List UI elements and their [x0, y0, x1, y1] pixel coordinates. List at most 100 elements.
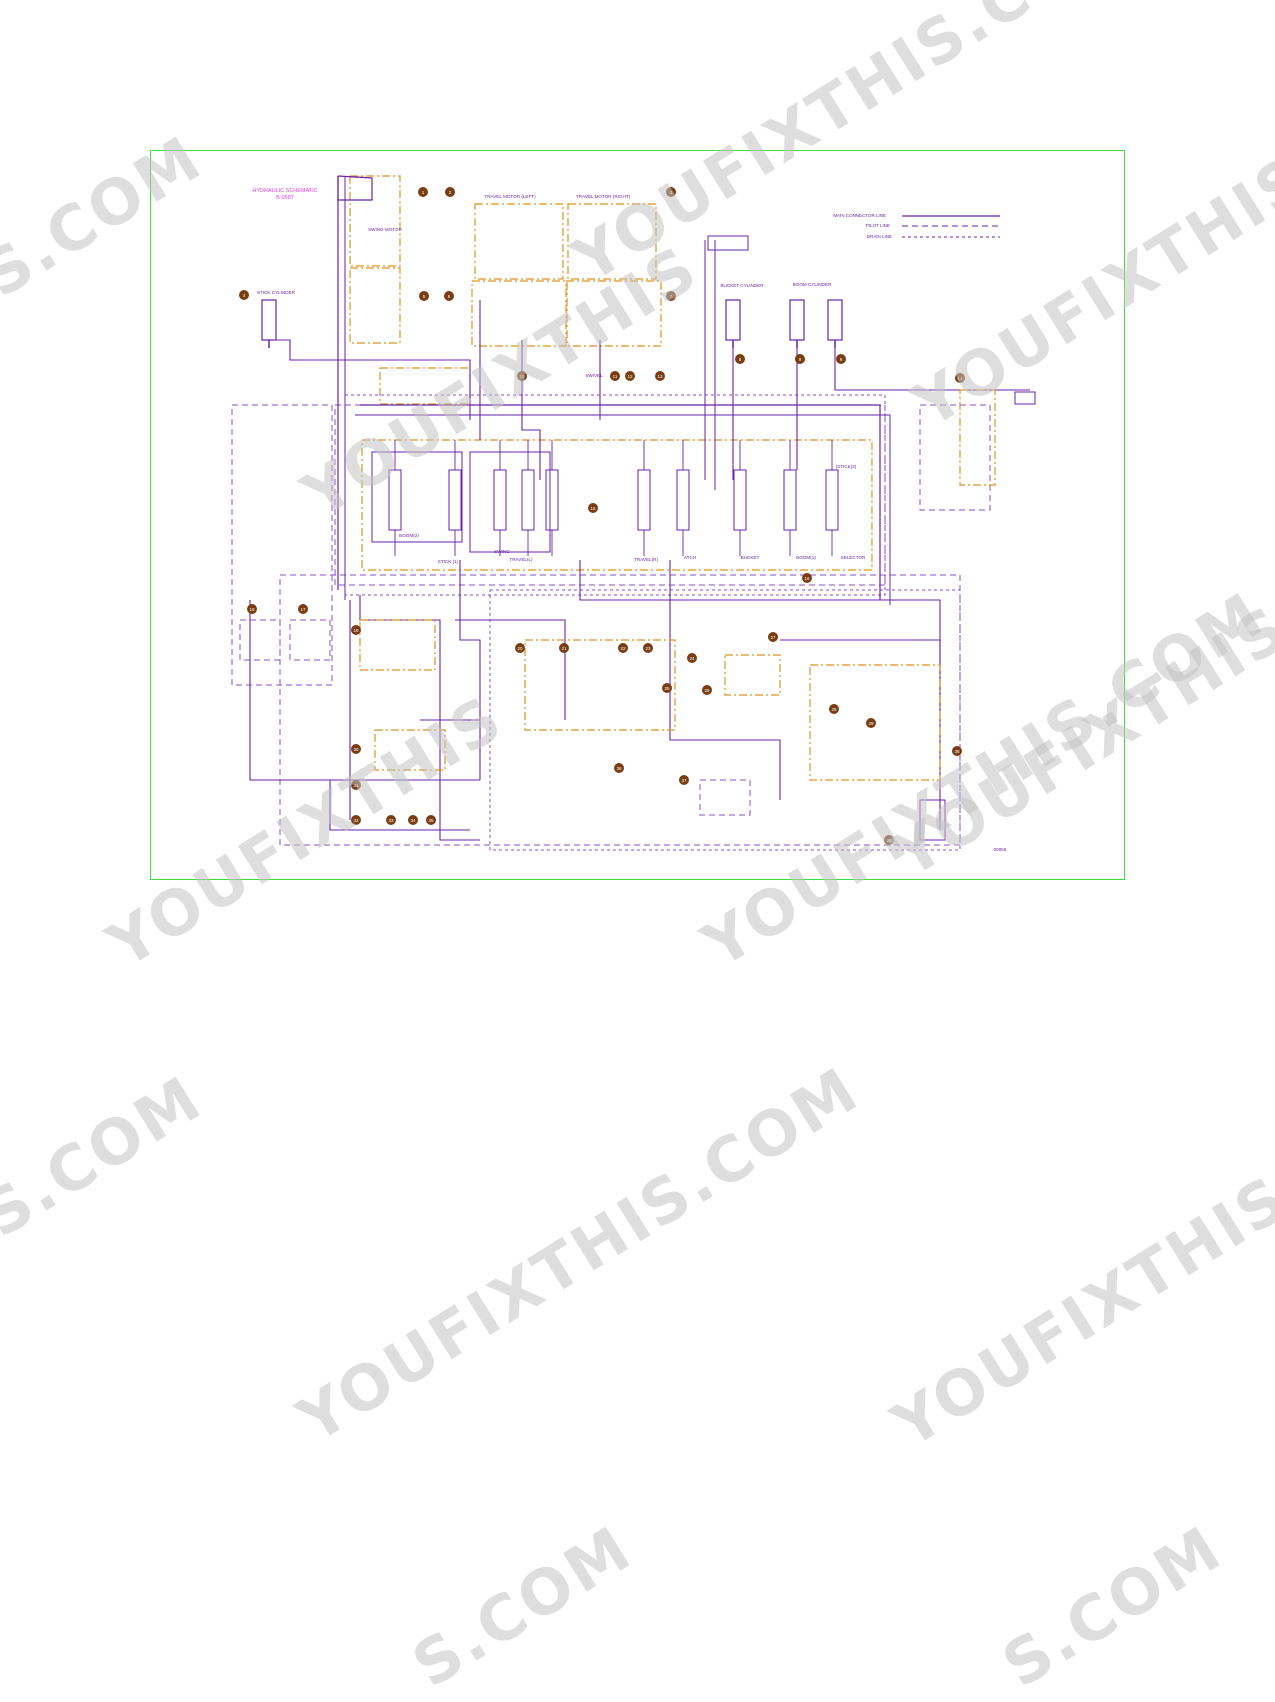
callout-marker: 36	[614, 763, 624, 773]
callout-marker: 38	[952, 746, 962, 756]
callout-marker: 3	[666, 187, 676, 197]
label-boom-cylinder: BOOM CYLINDER	[793, 282, 832, 287]
callout-circle	[884, 835, 894, 845]
pilot-loop	[279, 574, 961, 846]
callout-marker: 29	[866, 718, 876, 728]
callout-marker: 31	[351, 780, 361, 790]
callout-marker: 26	[702, 685, 712, 695]
callout-number: 37	[681, 778, 687, 783]
hydraulic-cylinder	[261, 299, 277, 341]
drain-loop	[344, 394, 886, 596]
legend-pilot-label: PILOT LINE	[866, 223, 890, 228]
callout-marker: 25	[662, 683, 672, 693]
pilot-loop	[231, 404, 333, 686]
hydraulic-cylinder	[789, 299, 805, 341]
callout-circle	[866, 718, 876, 728]
callout-number: 17	[300, 607, 306, 612]
callout-number: 39	[886, 838, 892, 843]
callout-marker: 17	[298, 604, 308, 614]
callout-marker: 27	[768, 632, 778, 642]
callout-number: 27	[770, 635, 776, 640]
valve-spool	[388, 469, 402, 531]
callout-marker: 32	[351, 815, 361, 825]
callout-circle	[666, 187, 676, 197]
callout-marker: 21	[559, 643, 569, 653]
hydraulic-line	[780, 639, 941, 710]
callout-circle	[351, 815, 361, 825]
label-stick1: STICK (1)	[438, 559, 459, 564]
callout-number: 16	[804, 576, 810, 581]
label-drawing-number: 00959	[994, 847, 1007, 852]
hydraulic-line	[337, 175, 373, 201]
callout-marker: 39	[884, 835, 894, 845]
callout-circle	[666, 291, 676, 301]
callout-circle	[351, 780, 361, 790]
legend: MAIN CONNECTOR LINE PILOT LINE DRAIN LIN…	[833, 213, 1000, 239]
callout-marker: 5	[419, 291, 429, 301]
callout-circle	[618, 643, 628, 653]
pilot-valve-group	[524, 639, 676, 731]
tap	[1014, 391, 1036, 405]
callout-number: 33	[388, 818, 394, 823]
callout-marker: 20	[515, 643, 525, 653]
valve-spool	[493, 469, 507, 531]
callout-number: 28	[831, 707, 837, 712]
hydraulic-schematic: HYDRAULIC SCHEMATIC B-0587 MAIN CONNECTO…	[231, 175, 1036, 852]
valve-spool	[448, 469, 462, 531]
callout-circle	[795, 354, 805, 364]
callout-marker: 6	[444, 291, 454, 301]
callout-marker: 2	[445, 187, 455, 197]
label-swing-motor: SWING MOTOR	[368, 227, 403, 232]
label-swivel: SWIVEL	[585, 373, 603, 378]
callout-number: 19	[353, 628, 359, 633]
drain-loop	[489, 589, 961, 851]
callout-marker: 33	[386, 815, 396, 825]
callout-circle	[426, 815, 436, 825]
callout-marker: 4	[239, 290, 249, 300]
label-boom2: BOOM(2)	[399, 533, 419, 538]
valve-spool	[521, 469, 535, 531]
hydraulic-line	[359, 595, 480, 841]
callout-number: 7	[670, 294, 673, 299]
callout-number: 12	[627, 374, 633, 379]
callout-number: 29	[868, 721, 874, 726]
callout-circle	[768, 632, 778, 642]
travel-right-box	[567, 203, 657, 280]
callout-number: 23	[645, 646, 651, 651]
tank	[919, 799, 946, 841]
label-selector: SELECTOR	[841, 555, 866, 560]
callout-circle	[802, 573, 812, 583]
callout-circle	[952, 746, 962, 756]
callout-circle	[836, 354, 846, 364]
label-travel-l: TRAVEL(L)	[509, 557, 533, 562]
valve-spool	[825, 469, 839, 531]
boom2-section	[371, 451, 463, 543]
callout-marker: 18	[247, 604, 257, 614]
travel-left-box	[474, 203, 564, 280]
callout-circle	[351, 625, 361, 635]
callout-number: 38	[954, 749, 960, 754]
hydraulic-line	[360, 404, 881, 600]
callout-number: 26	[704, 688, 710, 693]
callout-circle	[247, 604, 257, 614]
legend-drain-label: DRAIN LINE	[867, 234, 892, 239]
callout-number: 6	[448, 294, 451, 299]
callout-circle	[445, 187, 455, 197]
hydraulic-line	[455, 619, 566, 720]
hydraulic-line	[420, 719, 481, 760]
callout-marker: 9	[836, 354, 846, 364]
diagram-code: B-0587	[276, 195, 294, 201]
callout-circle	[655, 371, 665, 381]
callout-circle	[419, 291, 429, 301]
swing-brake-box	[349, 267, 401, 344]
callout-number: 35	[428, 818, 434, 823]
callout-circle	[351, 744, 361, 754]
bucket-control-box	[724, 654, 781, 696]
callout-number: 32	[353, 818, 359, 823]
callout-circle	[298, 604, 308, 614]
callout-marker: 16	[802, 573, 812, 583]
valve-spool	[676, 469, 690, 531]
callout-circle	[408, 815, 418, 825]
